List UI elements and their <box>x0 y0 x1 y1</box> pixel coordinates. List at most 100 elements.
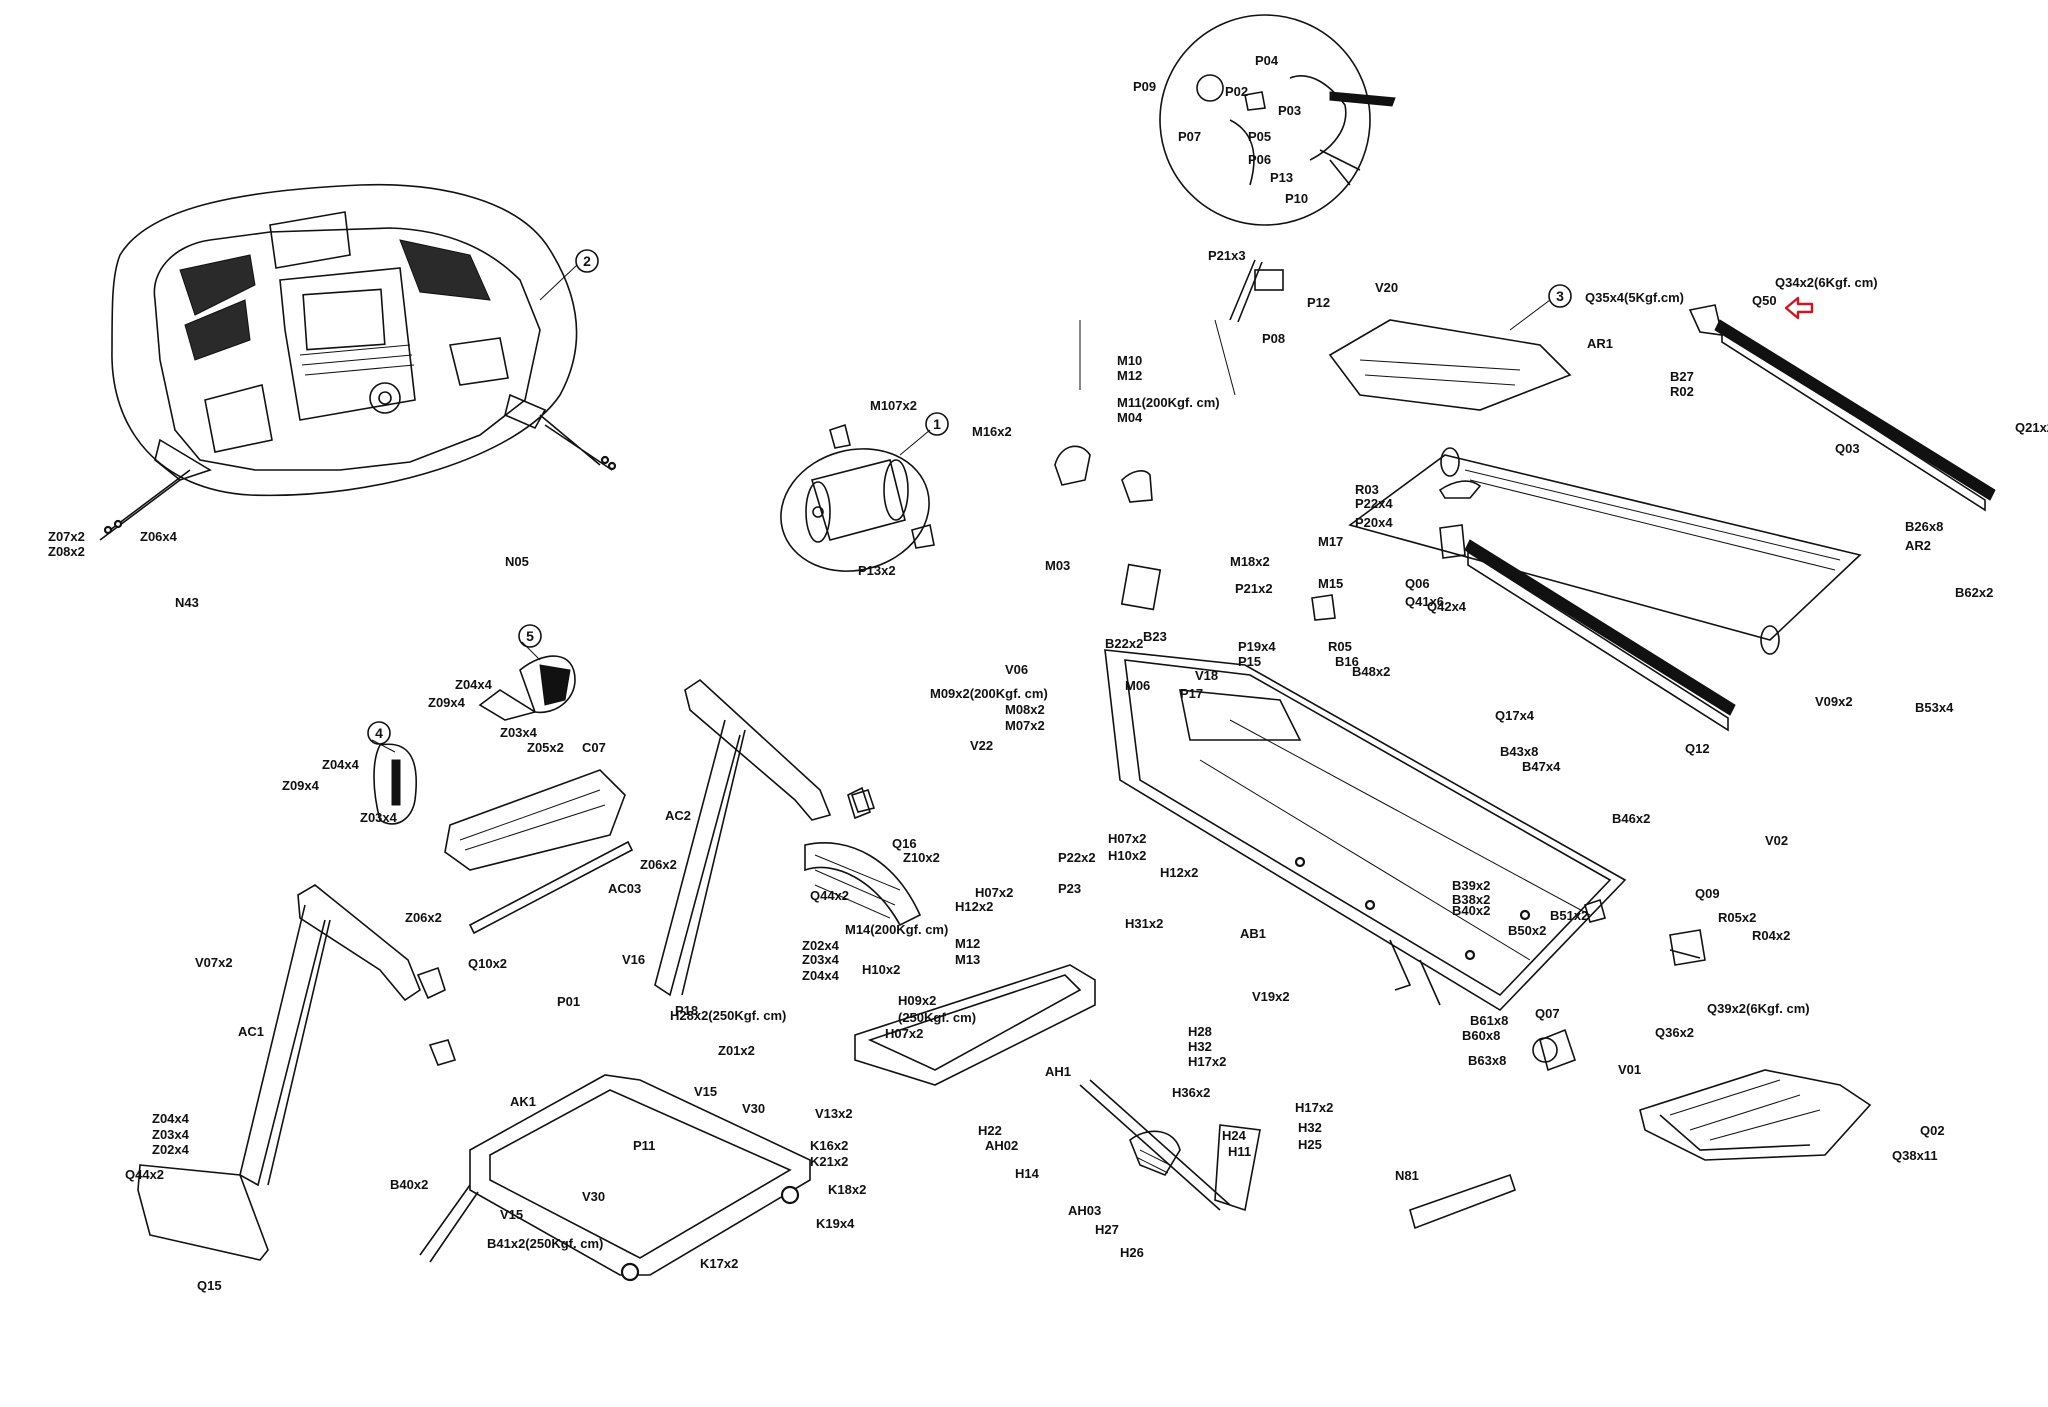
motor-cover-q02 <box>1639 1069 1872 1161</box>
part-label-h10x2a: H10x2 <box>1108 848 1146 863</box>
part-label-q35x4: Q35x4(5Kgf.cm) <box>1585 290 1684 305</box>
part-label-p10: P10 <box>1285 191 1308 206</box>
part-label-v16: V16 <box>622 952 645 967</box>
part-label-p06: P06 <box>1248 152 1271 167</box>
part-label-m09x2: M09x2(200Kgf. cm) <box>930 686 1048 701</box>
misc-parts <box>428 259 1706 1230</box>
part-label-k16x2a: K16x2 <box>810 1138 848 1153</box>
part-label-h14: H14 <box>1015 1166 1040 1181</box>
part-label-z05x2: Z05x2 <box>527 740 564 755</box>
callout-number: 2 <box>583 253 591 269</box>
part-label-ah1: AH1 <box>1045 1064 1071 1079</box>
part-label-v18: V18 <box>1195 668 1218 683</box>
part-label-q06: Q06 <box>1405 576 1430 591</box>
part-label-q16: Q16 <box>892 836 917 851</box>
part-label-h10x2b: H10x2 <box>862 962 900 977</box>
callout-1: 1 <box>925 412 949 436</box>
part-label-ar2: AR2 <box>1905 538 1931 553</box>
part-label-b40x2a: B40x2 <box>1452 903 1490 918</box>
part-label-q21x2: Q21x2 <box>2015 420 2048 435</box>
part-label-m18x2: M18x2 <box>1230 554 1270 569</box>
lift-mechanism <box>1079 1079 1261 1212</box>
part-label-r04x2: R04x2 <box>1752 928 1790 943</box>
part-label-q39x2: Q39x2(6Kgf. cm) <box>1707 1001 1810 1016</box>
part-label-q15: Q15 <box>197 1278 222 1293</box>
part-label-v01: V01 <box>1618 1062 1641 1077</box>
callout-3: 3 <box>1548 284 1572 308</box>
part-label-h26: H26 <box>1120 1245 1144 1260</box>
part-label-b40x2b: B40x2 <box>390 1177 428 1192</box>
part-label-z08x2: Z08x2 <box>48 544 85 559</box>
part-label-p03: P03 <box>1278 103 1301 118</box>
part-label-b23: B23 <box>1143 629 1167 644</box>
part-label-h31x2: H31x2 <box>1125 916 1163 931</box>
part-label-k18x2: K18x2 <box>828 1182 866 1197</box>
part-label-z03x4c: Z03x4 <box>802 952 840 967</box>
callout-5: 5 <box>518 624 542 648</box>
console-assembly <box>99 183 617 541</box>
part-label-p01: P01 <box>557 994 580 1009</box>
part-label-m11: M11(200Kgf. cm) <box>1117 395 1220 410</box>
part-label-h17x2b: H17x2 <box>1295 1100 1333 1115</box>
part-label-b48x2: B48x2 <box>1352 664 1390 679</box>
part-label-q02: Q02 <box>1920 1123 1945 1138</box>
part-label-m07x2: M07x2 <box>1005 718 1045 733</box>
part-label-z03x4d: Z03x4 <box>152 1127 190 1142</box>
highlight-arrow-icon <box>1784 296 1814 320</box>
part-label-q17x4: Q17x4 <box>1495 708 1535 723</box>
part-label-c07: C07 <box>582 740 606 755</box>
part-label-n81: N81 <box>1395 1168 1419 1183</box>
safety-key-inset <box>1159 14 1396 226</box>
incline-frame-ah1 <box>854 964 1096 1086</box>
part-label-ar1: AR1 <box>1587 336 1613 351</box>
part-label-k21x2: K21x2 <box>810 1154 848 1169</box>
part-label-p20x4: P20x4 <box>1355 515 1393 530</box>
part-label-m12b: M12 <box>955 936 980 951</box>
part-label-p02: P02 <box>1225 84 1248 99</box>
part-label-v30a: V30 <box>742 1101 765 1116</box>
part-label-p05: P05 <box>1248 129 1271 144</box>
callout-number: 1 <box>933 416 941 432</box>
part-label-b26x8: B26x8 <box>1905 519 1943 534</box>
part-label-ac1: AC1 <box>238 1024 264 1039</box>
part-label-z07x2: Z07x2 <box>48 529 85 544</box>
part-label-n43: N43 <box>175 595 199 610</box>
part-label-h11: H11 <box>1228 1144 1251 1159</box>
callout-number: 3 <box>1556 288 1564 304</box>
upright-left-ac1 <box>137 884 446 1261</box>
part-label-q44x2b: Q44x2 <box>125 1167 164 1182</box>
part-label-z06x2a: Z06x2 <box>640 857 677 872</box>
part-label-z10x2: Z10x2 <box>903 850 940 865</box>
callout-number: 4 <box>375 725 383 741</box>
part-label-b27: B27 <box>1670 369 1694 384</box>
part-label-b62x2: B62x2 <box>1955 585 1993 600</box>
callout-circles: 1 2 3 4 5 <box>367 249 1572 753</box>
part-label-q44x2a: Q44x2 <box>810 888 849 903</box>
part-label-v30b: V30 <box>582 1189 605 1204</box>
part-label-v06: V06 <box>1005 662 1028 677</box>
part-label-v13x2: V13x2 <box>815 1106 853 1121</box>
part-label-q34x2: Q34x2(6Kgf. cm) <box>1775 275 1878 290</box>
base-frame-ak1 <box>419 1074 811 1282</box>
part-label-p22x4: P22x4 <box>1355 496 1393 511</box>
part-label-b46x2: B46x2 <box>1612 811 1650 826</box>
part-label-q36x2: Q36x2 <box>1655 1025 1694 1040</box>
part-label-v15b: V15 <box>500 1207 523 1222</box>
part-label-r05: R05 <box>1328 639 1352 654</box>
part-label-p23: P23 <box>1058 881 1081 896</box>
part-label-b38x2: B38x2 <box>1452 892 1490 907</box>
part-label-m04: M04 <box>1117 410 1143 425</box>
part-label-h28x2: H28x2(250Kgf. cm) <box>670 1008 786 1023</box>
part-label-h22: H22 <box>978 1123 1002 1138</box>
part-label-n05: N05 <box>505 554 529 569</box>
part-label-k19x4: K19x4 <box>816 1216 855 1231</box>
callout-4: 4 <box>367 721 391 745</box>
part-label-k17x2: K17x2 <box>700 1256 738 1271</box>
part-label-v02: V02 <box>1765 833 1788 848</box>
part-label-v19x2: V19x2 <box>1252 989 1290 1004</box>
part-label-h28: H28 <box>1188 1024 1212 1039</box>
part-label-p13x2: P13x2 <box>858 563 896 578</box>
part-label-ah02: AH02 <box>985 1138 1018 1153</box>
part-label-h12x2a: H12x2 <box>1160 865 1198 880</box>
